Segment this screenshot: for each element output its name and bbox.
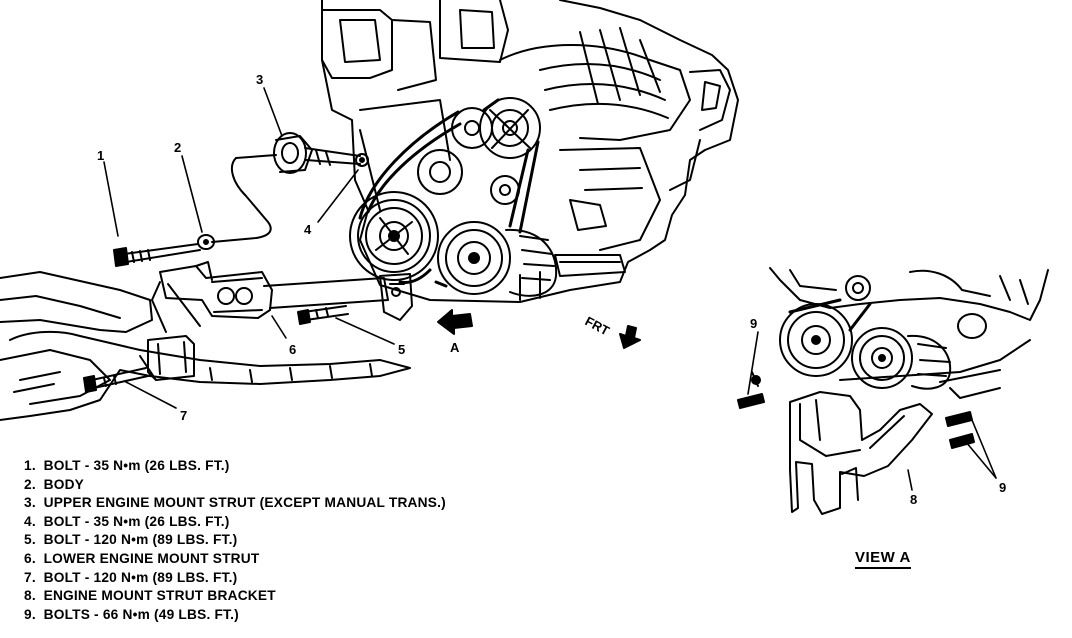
- parts-legend: 1.BOLT - 35 N•m (26 LBS. FT.) 2.BODY 3.U…: [24, 456, 446, 623]
- legend-item: 8.ENGINE MOUNT STRUT BRACKET: [24, 587, 276, 604]
- callout-5: 5: [398, 342, 405, 357]
- view-a-title: VIEW A: [855, 549, 911, 569]
- strut-routing-line: [211, 154, 277, 243]
- legend-item: 3.UPPER ENGINE MOUNT STRUT (EXCEPT MANUA…: [24, 494, 446, 511]
- legend-item: 6.LOWER ENGINE MOUNT STRUT: [24, 549, 260, 566]
- crankshaft-pulley: [349, 191, 439, 281]
- ac-compressor-pulley: [437, 221, 558, 297]
- legend-item: 4.BOLT - 35 N•m (26 LBS. FT.): [24, 512, 230, 529]
- lower-bracket: [379, 273, 413, 321]
- callout-3: 3: [256, 72, 263, 87]
- callout-2: 2: [174, 140, 181, 155]
- callout-1: 1: [97, 148, 104, 163]
- leader-lines: [103, 87, 395, 409]
- front-label: FRT: [583, 313, 612, 338]
- callout-8: 8: [910, 492, 917, 507]
- legend-item: 7.BOLT - 120 N•m (89 LBS. FT.): [24, 568, 238, 585]
- bolt-item-5: [297, 305, 349, 325]
- body-frame-rail: [0, 271, 411, 421]
- callout-9-left: 9: [750, 316, 757, 331]
- upper-engine-mount-strut: [273, 132, 369, 174]
- body-stud: [197, 234, 215, 250]
- callout-7: 7: [180, 408, 187, 423]
- view-a-arrow: [437, 309, 473, 335]
- callout-6: 6: [289, 342, 296, 357]
- callout-9-right: 9: [999, 480, 1006, 495]
- legend-item: 5.BOLT - 120 N•m (89 LBS. FT.): [24, 531, 238, 548]
- view-a-inset: [737, 267, 1049, 515]
- lower-engine-mount-strut: [159, 261, 389, 319]
- serpentine-belt: [358, 98, 540, 288]
- engine-assembly: [321, 0, 739, 303]
- front-arrow: [619, 325, 641, 349]
- legend-item: 2.BODY: [24, 475, 85, 492]
- bolt-item-7: [83, 367, 149, 393]
- callout-4: 4: [304, 222, 312, 237]
- legend-item: 1.BOLT - 35 N•m (26 LBS. FT.): [24, 457, 230, 473]
- legend-item: 9.BOLTS - 66 N•m (49 LBS. FT.): [24, 605, 239, 622]
- bolt-item-1: [113, 243, 201, 267]
- view-a-marker: A: [450, 340, 460, 355]
